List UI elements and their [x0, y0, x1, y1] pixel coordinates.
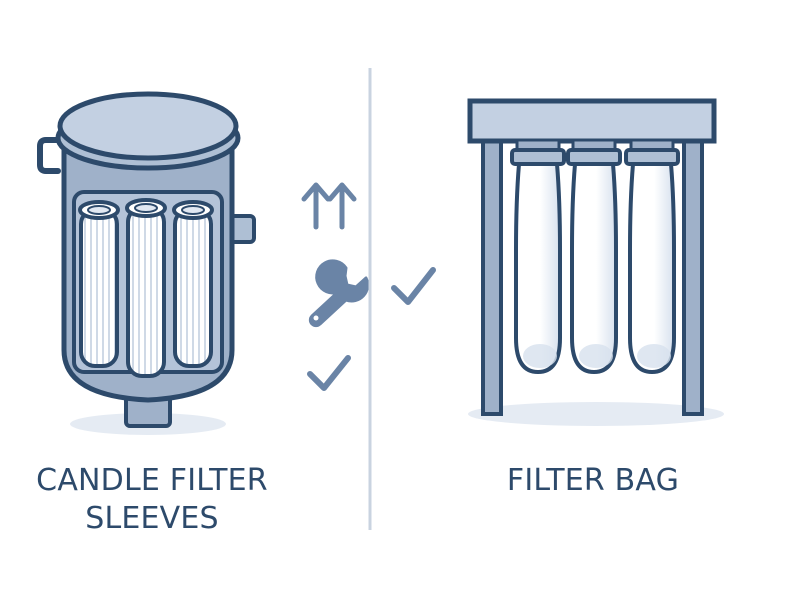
rack-leg-left: [481, 138, 503, 416]
double-up-arrow-icon: [301, 182, 357, 230]
filter-bag-label-text: FILTER BAG: [506, 463, 680, 498]
wrench-icon: [308, 259, 370, 328]
filter-bag-rack: [467, 98, 724, 426]
checkmark-icon: [391, 267, 436, 305]
rack-shadow: [468, 402, 724, 426]
filter-bag-2: [566, 138, 622, 375]
filter-bag-1: [510, 138, 566, 375]
filter-bag-label: FILTER BAG: [478, 462, 708, 500]
checkmark-icon: [307, 355, 351, 391]
candle-filter-label: CANDLE FILTER SLEEVES: [18, 462, 286, 538]
filter-candle-3: [172, 200, 214, 368]
rack-leg-right: [682, 138, 704, 416]
rack-top-beam: [467, 98, 717, 144]
filter-candle-2: [125, 198, 167, 378]
filter-candle-1: [78, 200, 120, 368]
candle-filter-label-line2: SLEEVES: [85, 501, 219, 536]
candle-filter-housing: [37, 91, 256, 435]
candle-filter-label-line1: CANDLE FILTER: [36, 463, 268, 498]
housing-handle: [37, 137, 69, 174]
housing-lid: [57, 91, 239, 161]
filter-bag-3: [624, 138, 680, 375]
